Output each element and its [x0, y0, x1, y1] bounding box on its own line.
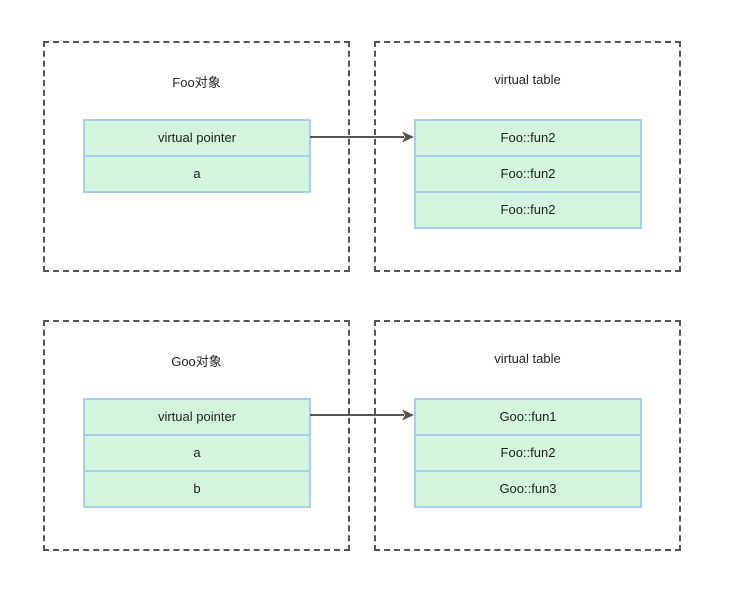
goo-object-panel: Goo对象 virtual pointer a b: [43, 320, 350, 551]
goo-vtable-row-2: Foo::fun2: [416, 436, 640, 472]
goo-object-row-b: b: [193, 481, 201, 496]
foo-vtable-panel: virtual table Foo::fun2 Foo::fun2 Foo::f…: [374, 41, 681, 272]
goo-object-table: virtual pointer a b: [83, 398, 311, 508]
foo-object-title: Foo对象: [172, 75, 221, 90]
goo-vtable-panel: virtual table Goo::fun1 Foo::fun2 Goo::f…: [374, 320, 681, 551]
foo-object-panel: Foo对象 virtual pointer a: [43, 41, 350, 272]
foo-vtable-row-1: Foo::fun2: [416, 121, 640, 157]
goo-object-row-vptr: virtual pointer: [85, 400, 309, 436]
foo-vtable-row-3: Foo::fun2: [500, 202, 556, 217]
goo-vtable-table: Goo::fun1 Foo::fun2 Goo::fun3: [414, 398, 642, 508]
goo-vtable-row-3: Goo::fun3: [499, 481, 557, 496]
foo-vtable-table: Foo::fun2 Foo::fun2 Foo::fun2: [414, 119, 642, 229]
foo-vtable-title: virtual table: [494, 72, 561, 87]
foo-object-row-vptr: virtual pointer: [85, 121, 309, 157]
goo-object-title: Goo对象: [171, 354, 222, 369]
foo-object-table: virtual pointer a: [83, 119, 311, 193]
goo-vtable-title: virtual table: [494, 351, 561, 366]
foo-vtable-row-2: Foo::fun2: [416, 157, 640, 193]
goo-vtable-row-1: Goo::fun1: [416, 400, 640, 436]
goo-object-row-a: a: [85, 436, 309, 472]
foo-object-row-a: a: [193, 166, 201, 181]
